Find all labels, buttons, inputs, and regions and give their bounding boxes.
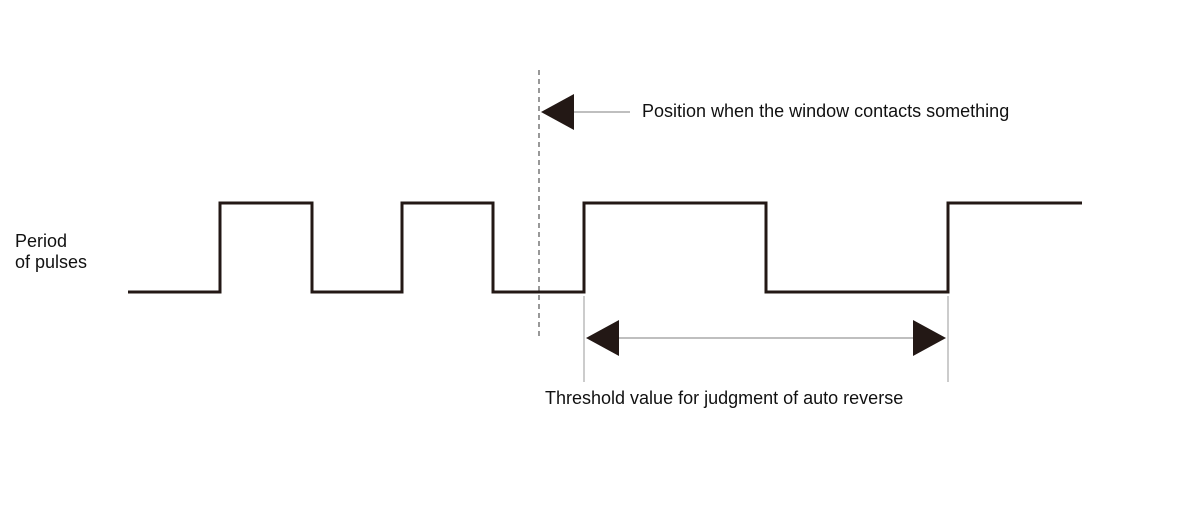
period-label-line2: of pulses	[15, 252, 88, 272]
pulse-waveform	[128, 201, 1082, 294]
period-label-line1: Period	[15, 231, 68, 251]
contact-arrow-icon	[541, 94, 574, 130]
period-of-pulses-label: Period of pulses	[15, 231, 87, 273]
contact-position-label: Position when the window contacts someth…	[642, 101, 1010, 121]
threshold-right-arrow-icon	[913, 320, 946, 356]
threshold-left-arrow-icon	[586, 320, 619, 356]
threshold-label: Threshold value for judgment of auto rev…	[545, 388, 904, 408]
